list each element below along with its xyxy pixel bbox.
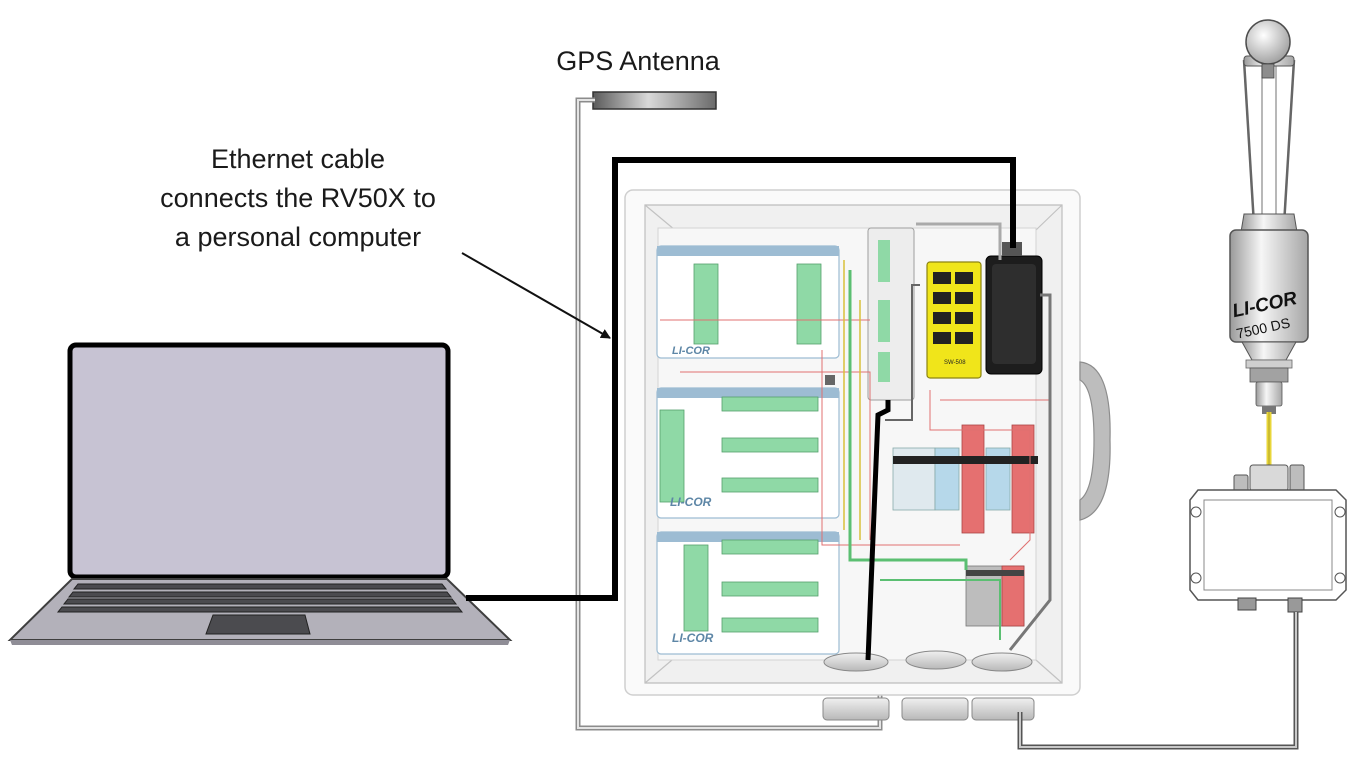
- data-module-2: LI-COR: [656, 387, 840, 519]
- ethernet-callout-line-3: a personal computer: [174, 222, 422, 252]
- laptop-keyboard: [56, 583, 464, 613]
- laptop-touchpad: [205, 614, 311, 635]
- gas-analyzer: LI-COR 7500 DS: [1229, 19, 1309, 470]
- module-2-logo: LI-COR: [670, 495, 712, 509]
- gps-antenna-label: GPS Antenna: [556, 46, 720, 76]
- rv50x-modem: [985, 242, 1043, 375]
- electronics-box: [1189, 464, 1347, 613]
- module-1-logo: LI-COR: [672, 345, 710, 357]
- laptop-display: [67, 342, 451, 580]
- callout-arrow: [461, 252, 611, 339]
- ethernet-callout: Ethernet cable connects the RV50X to a p…: [110, 140, 486, 257]
- din-controller: [867, 227, 915, 401]
- internal-wiring: [660, 222, 1052, 651]
- module-3-logo: LI-COR: [672, 631, 714, 645]
- cable-glands: [822, 650, 1035, 721]
- ethernet-cable: [466, 157, 1016, 601]
- ethernet-cable-internal: [865, 400, 891, 661]
- ethernet-callout-line-2: connects the RV50X to: [160, 183, 436, 213]
- ethernet-callout-line-1: Ethernet cable: [210, 144, 386, 174]
- data-module-1: LI-COR: [656, 245, 840, 359]
- gps-antenna: [592, 91, 717, 110]
- terminal-blocks-upper: [892, 424, 1038, 534]
- terminal-blocks-lower: [965, 565, 1025, 627]
- switch-label: SW-508: [944, 360, 966, 366]
- enclosure-handle: [1079, 361, 1111, 521]
- ethernet-switch: SW-508: [926, 261, 982, 379]
- laptop: [7, 342, 513, 645]
- data-module-3: LI-COR: [656, 531, 840, 655]
